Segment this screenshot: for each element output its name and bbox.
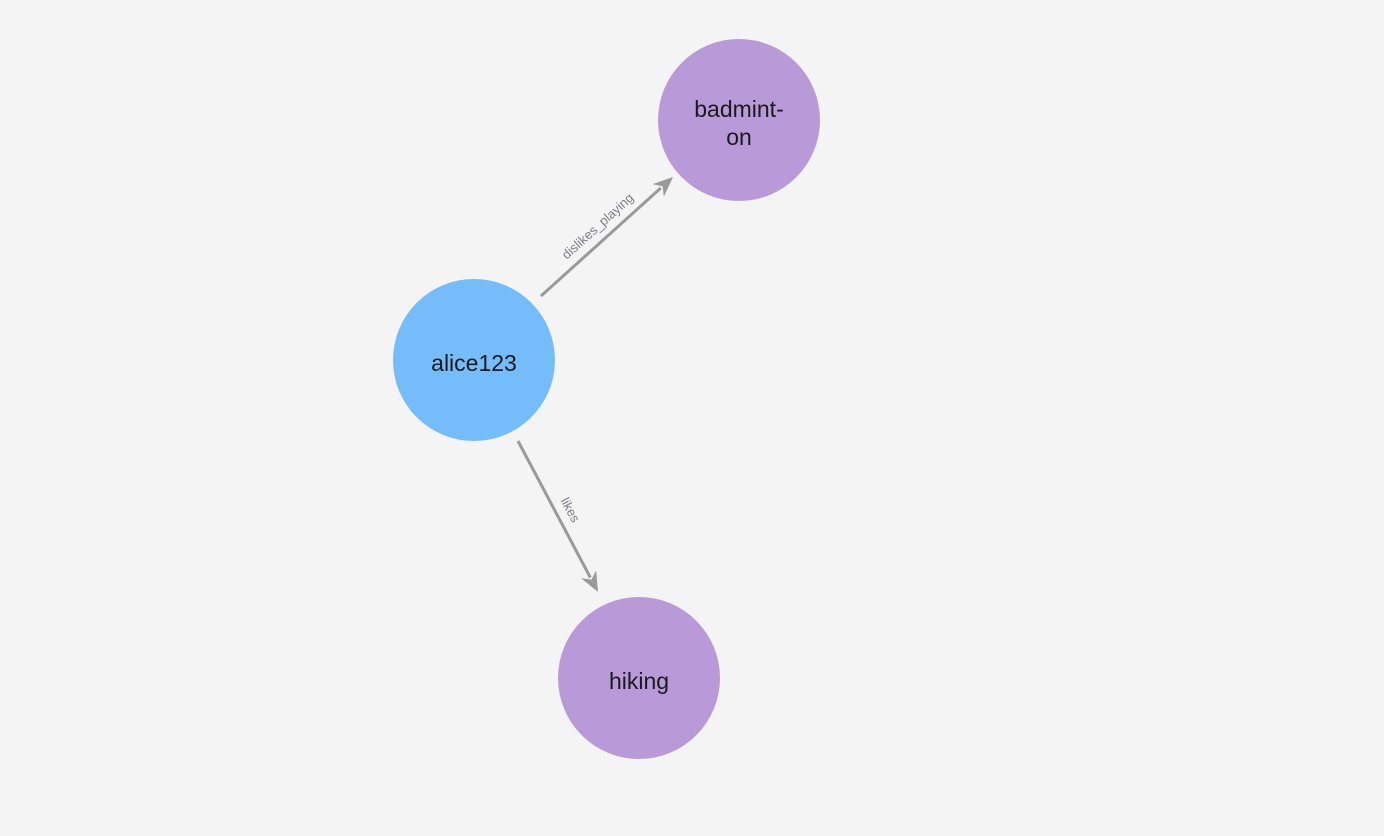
graph-node-badminton[interactable]: badmint-on <box>658 39 820 201</box>
edge-line <box>539 186 662 298</box>
graph-node-alice123[interactable]: alice123 <box>393 279 555 441</box>
edge-line <box>516 440 592 579</box>
node-circle[interactable] <box>558 597 720 759</box>
edge-arrowhead <box>581 570 598 592</box>
graph-node-hiking[interactable]: hiking <box>558 597 720 759</box>
edge-arrowhead <box>652 177 673 197</box>
node-circle[interactable] <box>393 279 555 441</box>
node-circle[interactable] <box>658 39 820 201</box>
